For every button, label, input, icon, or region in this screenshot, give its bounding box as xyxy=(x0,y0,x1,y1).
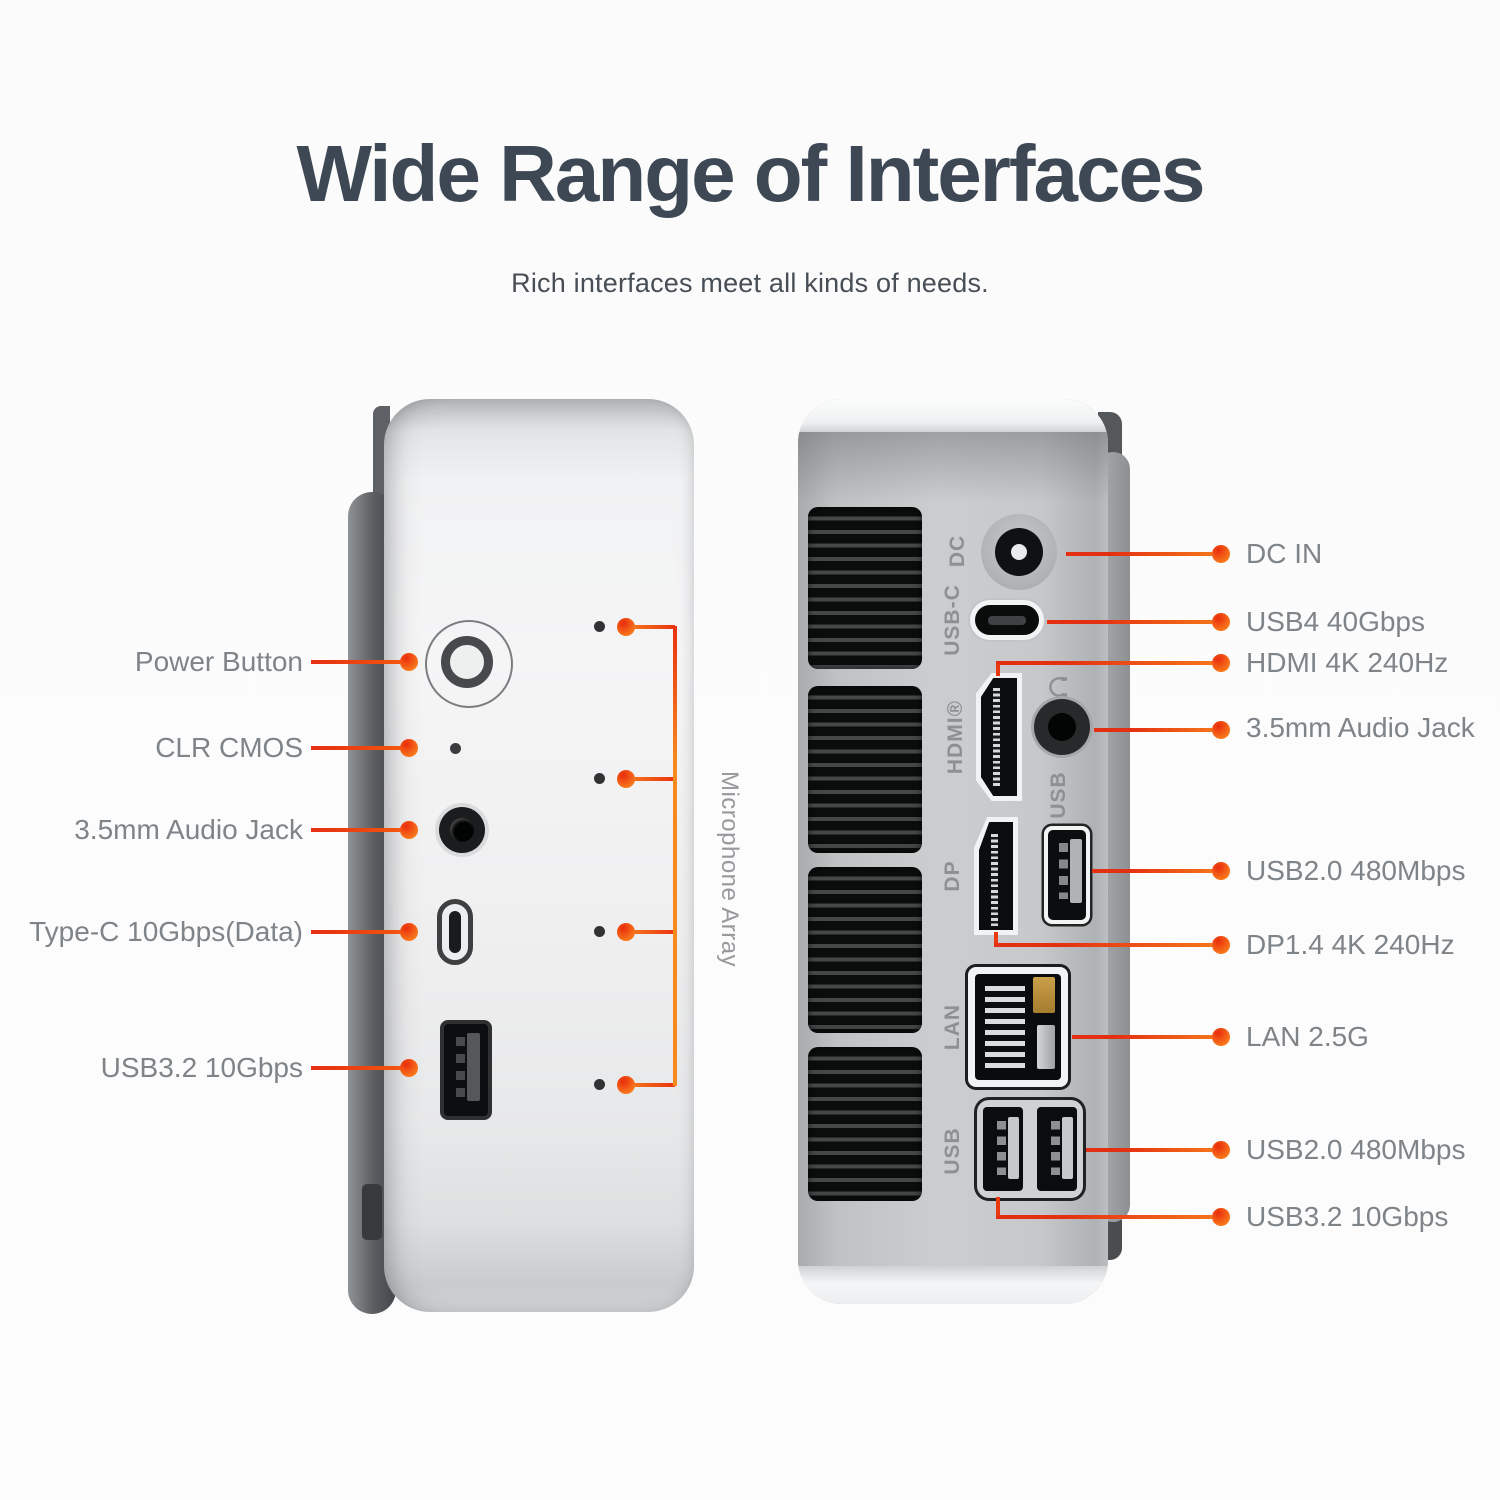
callout-line xyxy=(996,661,1212,665)
callout-line xyxy=(311,930,401,934)
vent-grille-1 xyxy=(808,507,922,669)
back-audio-jack-hole xyxy=(1048,713,1076,741)
mic-hole-2 xyxy=(594,773,605,784)
callout-usb20-lower: USB2.0 480Mbps xyxy=(1246,1134,1466,1165)
dc-in-center-pin xyxy=(1011,544,1027,560)
back-device-bottom-band xyxy=(798,1266,1108,1304)
callout-dot xyxy=(1212,1141,1230,1159)
lan-metal-clip xyxy=(1037,1025,1055,1069)
vent-grille-3 xyxy=(808,867,922,1033)
mic-hole-1 xyxy=(594,621,605,632)
callout-hdmi: HDMI 4K 240Hz xyxy=(1246,647,1449,678)
callout-dot xyxy=(1212,613,1230,631)
callout-usb32-back: USB3.2 10Gbps xyxy=(1246,1201,1449,1232)
callout-power-button: Power Button xyxy=(134,646,303,677)
mic-dot xyxy=(617,1076,635,1094)
callout-dot xyxy=(1212,654,1230,672)
callout-back-audio-jack: 3.5mm Audio Jack xyxy=(1246,712,1475,743)
mic-bracket-line xyxy=(633,777,675,781)
back-usb-a-tongue xyxy=(1070,839,1082,903)
mic-hole-3 xyxy=(594,926,605,937)
callout-dot xyxy=(1212,862,1230,880)
callout-dot xyxy=(1212,545,1230,563)
lan-gold-contact xyxy=(1033,977,1055,1013)
hdmi-pin-strip xyxy=(993,688,1000,786)
callout-line xyxy=(1072,1035,1212,1039)
mic-bracket-line xyxy=(633,930,675,934)
headphone-icon xyxy=(1049,677,1068,697)
callout-dot xyxy=(1212,721,1230,739)
mic-hole-4 xyxy=(594,1079,605,1090)
vent-grille-4 xyxy=(808,1047,922,1201)
mic-dot xyxy=(617,770,635,788)
page-subtitle: Rich interfaces meet all kinds of needs. xyxy=(511,268,989,298)
callout-lan: LAN 2.5G xyxy=(1246,1021,1369,1052)
dual-usb-right-pins xyxy=(1051,1121,1060,1175)
dual-usb-left-pins xyxy=(997,1121,1006,1175)
callout-dot xyxy=(1212,1028,1230,1046)
power-button-inner-ring xyxy=(441,636,493,688)
front-device-face xyxy=(384,399,694,1312)
callout-line xyxy=(1086,1148,1212,1152)
port-label-usb-lower: USB xyxy=(941,1127,964,1175)
callout-front-type-c: Type-C 10Gbps(Data) xyxy=(29,916,303,947)
callout-line xyxy=(1066,552,1212,556)
front-audio-jack-hole xyxy=(450,818,474,842)
port-label-usb-c: USB-C xyxy=(941,584,964,656)
mic-bracket-line xyxy=(633,625,675,629)
dual-usb-right-tongue xyxy=(1062,1117,1073,1179)
callout-stub xyxy=(994,932,998,945)
callout-front-usb32: USB3.2 10Gbps xyxy=(100,1052,303,1083)
mic-dot xyxy=(617,923,635,941)
callout-dot xyxy=(400,821,418,839)
dp-pin-strip xyxy=(991,834,998,926)
vent-grille-2 xyxy=(808,686,922,853)
port-label-hdmi: HDMI® xyxy=(944,699,967,775)
callout-line xyxy=(1047,620,1212,624)
callout-front-audio-jack: 3.5mm Audio Jack xyxy=(74,814,303,845)
front-usb-a-pins xyxy=(456,1037,465,1097)
callout-dp14: DP1.4 4K 240Hz xyxy=(1246,929,1455,960)
callout-line xyxy=(311,828,401,832)
callout-dot xyxy=(400,739,418,757)
dual-usb-left-tongue xyxy=(1008,1117,1019,1179)
callout-line xyxy=(1094,728,1212,732)
callout-dot xyxy=(400,653,418,671)
callout-dot xyxy=(400,923,418,941)
callout-usb20-upper: USB2.0 480Mbps xyxy=(1246,855,1466,886)
callout-dc-in: DC IN xyxy=(1246,538,1323,569)
clr-cmos-pinhole xyxy=(450,743,461,754)
callout-line xyxy=(311,746,401,750)
callout-line xyxy=(996,1215,1212,1219)
port-label-dp: DP xyxy=(941,860,964,892)
callout-line xyxy=(311,660,401,664)
mic-dot xyxy=(617,618,635,636)
mic-bracket-line xyxy=(633,1083,675,1087)
front-usb-a-port xyxy=(440,1020,492,1120)
mic-bracket-vertical xyxy=(673,626,677,1086)
back-usb-a-pins xyxy=(1059,843,1068,899)
front-usb-a-tongue xyxy=(467,1033,480,1101)
port-label-dc: DC xyxy=(946,534,969,568)
mic-array-label: Microphone Array xyxy=(716,770,743,968)
callout-line xyxy=(1092,869,1212,873)
callout-usb4: USB4 40Gbps xyxy=(1246,606,1425,637)
port-label-usb-upper: USB xyxy=(1047,771,1070,819)
power-button-port xyxy=(425,620,513,708)
callout-stub xyxy=(996,664,1000,676)
callout-dot xyxy=(400,1059,418,1077)
back-usb-c-tongue xyxy=(988,616,1026,625)
front-type-c-slot xyxy=(449,911,461,953)
port-label-lan: LAN xyxy=(941,1003,964,1051)
callout-line xyxy=(311,1066,401,1070)
callout-line xyxy=(994,943,1212,947)
lan-pin-comb xyxy=(985,986,1025,1068)
callout-dot xyxy=(1212,1208,1230,1226)
callout-stub xyxy=(996,1197,1000,1218)
page-title: Wide Range of Interfaces xyxy=(296,129,1205,218)
front-device-foot xyxy=(362,1184,382,1240)
back-device-top-band xyxy=(798,399,1108,435)
callout-clr-cmos: CLR CMOS xyxy=(155,732,303,763)
callout-dot xyxy=(1212,936,1230,954)
